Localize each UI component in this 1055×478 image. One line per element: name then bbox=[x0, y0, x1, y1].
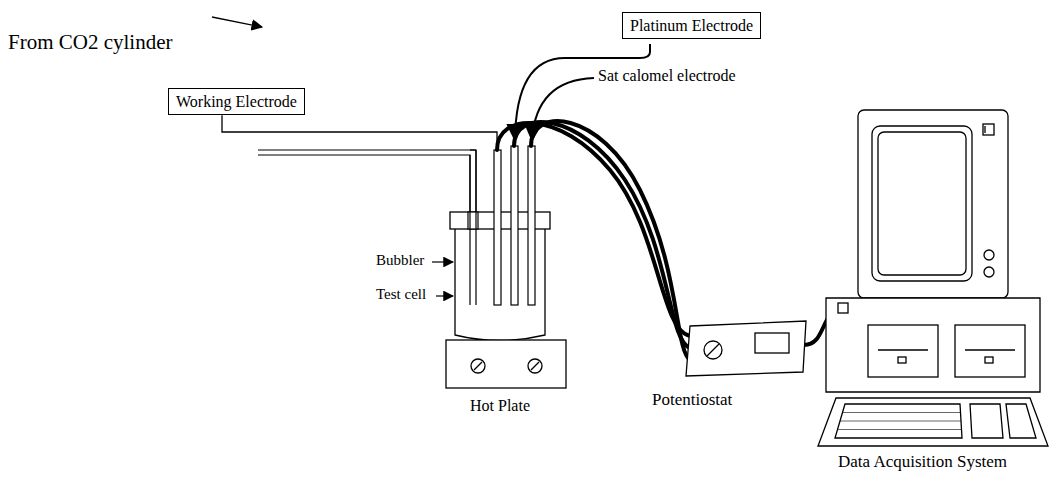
part-label: Hot Plate bbox=[470, 396, 530, 415]
box-text: Platinum Electrode bbox=[630, 17, 753, 34]
key-row bbox=[840, 421, 961, 422]
key-row bbox=[843, 412, 962, 413]
part-label: Bubbler bbox=[376, 251, 424, 269]
label-box: Working Electrode bbox=[168, 88, 305, 115]
co2-pipe bbox=[258, 150, 476, 305]
part-label: Sat calomel electrode bbox=[598, 66, 736, 85]
potentiostat-box bbox=[686, 321, 806, 376]
label-box: Platinum Electrode bbox=[622, 12, 761, 39]
cell-arrow bbox=[436, 295, 453, 296]
part-label: Potentiostat bbox=[652, 390, 732, 410]
inlet-arrow bbox=[212, 17, 262, 27]
working-electrode-leader bbox=[222, 115, 497, 149]
system-label: Data Acquisition System bbox=[838, 452, 1007, 472]
part-label: Test cell bbox=[376, 285, 426, 303]
electrode-rods bbox=[468, 146, 535, 305]
hot-plate bbox=[446, 340, 566, 388]
bubbler-arrow bbox=[432, 261, 453, 262]
inlet-label: From CO2 cylinder bbox=[8, 30, 172, 55]
computer bbox=[818, 110, 1048, 446]
box-text: Working Electrode bbox=[176, 93, 297, 110]
pipe-redraw bbox=[470, 150, 476, 305]
keyboard-keys bbox=[838, 413, 962, 430]
key-row bbox=[838, 429, 962, 430]
